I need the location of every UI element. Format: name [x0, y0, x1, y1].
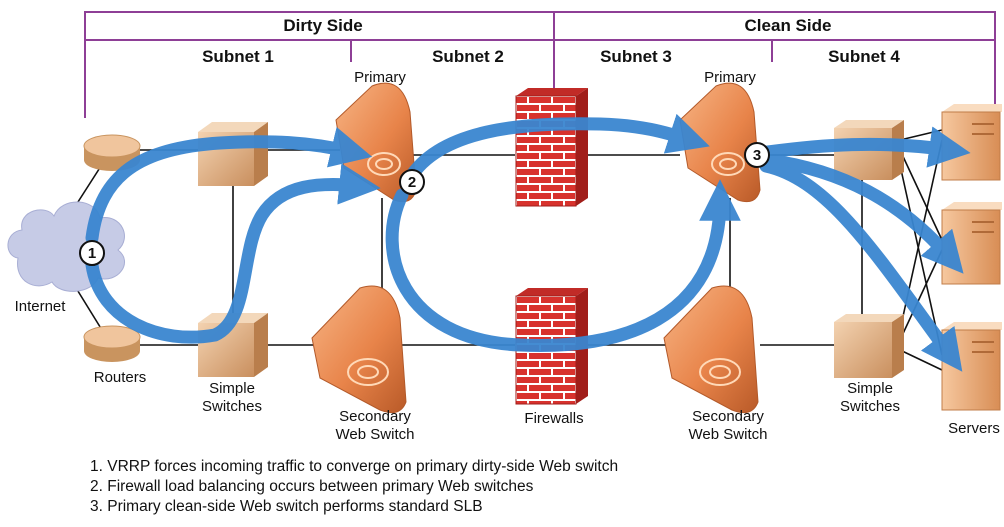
simple-switches-left-label-line1: Simple: [209, 380, 255, 397]
router-icon: [83, 325, 141, 362]
firewall-icon: [515, 88, 588, 207]
subnet-4-label: Subnet 4: [828, 47, 900, 66]
server-icon: [941, 322, 1002, 411]
traffic-flow-arrows: [85, 113, 971, 372]
note-3: 3. Primary clean-side Web switch perform…: [90, 498, 483, 515]
internet-label: Internet: [15, 298, 67, 315]
note-1: 1. VRRP forces incoming traffic to conve…: [90, 458, 619, 475]
marker-1: 1: [79, 240, 105, 266]
servers-label: Servers: [948, 420, 1000, 437]
side-brackets: [84, 11, 996, 118]
web-switch-icon: [663, 285, 759, 414]
marker-3: 3: [744, 142, 770, 168]
switch-icon: [834, 314, 904, 378]
secondary-left-label-line1: Secondary: [339, 408, 411, 425]
primary-right-label: Primary: [704, 69, 756, 86]
simple-switches-right-label-line1: Simple: [847, 380, 893, 397]
cloud-icon: [7, 201, 125, 292]
marker-1-label: 1: [88, 245, 96, 262]
subnet-3-label: Subnet 3: [600, 47, 672, 66]
primary-left-label: Primary: [354, 69, 406, 86]
secondary-right-label-line1: Secondary: [692, 408, 764, 425]
simple-switches-left-label-line2: Switches: [202, 398, 262, 415]
clean-side-header: Clean Side: [745, 16, 832, 35]
secondary-right-label-line2: Web Switch: [689, 426, 768, 443]
simple-switches-right-label-line2: Switches: [840, 398, 900, 415]
web-switch-icon: [679, 82, 761, 203]
flow-arrow-3-server1: [761, 126, 971, 168]
web-switch-icon: [311, 285, 407, 414]
flow-arrow-3-server2: [761, 153, 964, 274]
routers-label: Routers: [94, 369, 147, 386]
firewalls-label: Firewalls: [524, 410, 583, 427]
subnet-1-label: Subnet 1: [202, 47, 274, 66]
flow-arrow-3-server3: [759, 159, 963, 372]
switch-icon: [198, 122, 268, 186]
marker-3-label: 3: [753, 147, 761, 164]
flow-arrow-1-lower: [85, 163, 381, 344]
dirty-side-header: Dirty Side: [283, 16, 362, 35]
flow-arrow-2-loop: [385, 179, 741, 352]
flow-arrow-2-upper: [403, 113, 710, 185]
note-2: 2. Firewall load balancing occurs betwee…: [90, 478, 534, 495]
server-icon: [941, 202, 1002, 285]
subnet-2-label: Subnet 2: [432, 47, 504, 66]
flow-arrow-1-upper: [85, 126, 373, 245]
marker-2: 2: [399, 169, 425, 195]
notes-list: 1. VRRP forces incoming traffic to conve…: [90, 457, 618, 517]
server-icon: [941, 104, 1002, 181]
secondary-left-label-line2: Web Switch: [336, 426, 415, 443]
marker-2-label: 2: [408, 174, 416, 191]
